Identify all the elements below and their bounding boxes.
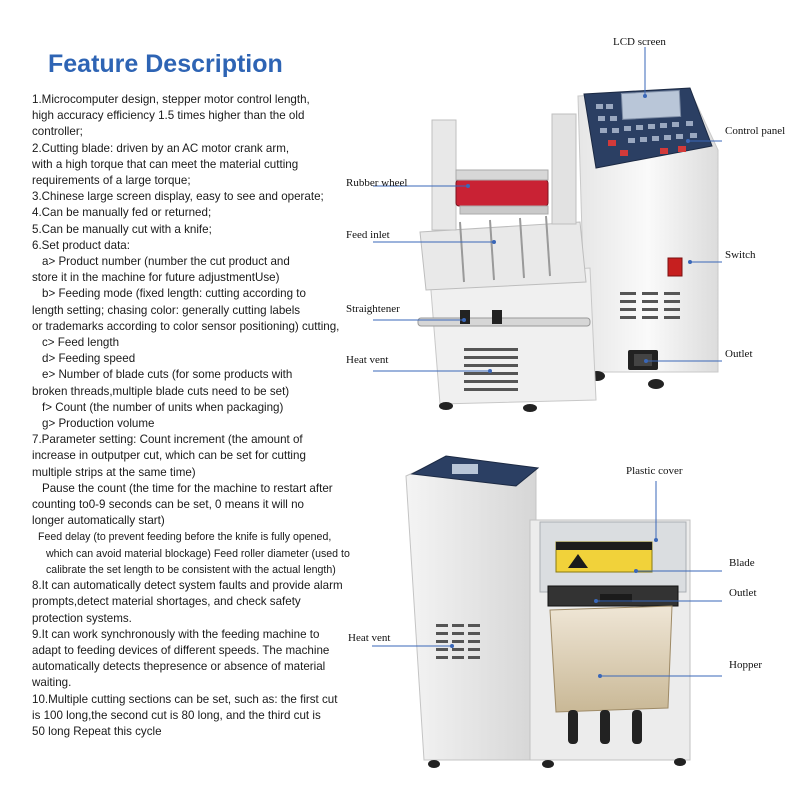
hopper bbox=[549, 605, 673, 713]
description-line: 2.Cutting blade: driven by an AC motor c… bbox=[32, 141, 290, 155]
description-line: requirements of a large torque; bbox=[32, 174, 191, 188]
page-title: Feature Description bbox=[48, 50, 283, 78]
description-line: counting to0-9 seconds can be set, 0 mea… bbox=[32, 498, 304, 512]
description-line: 10.Multiple cutting sections can be set,… bbox=[32, 692, 338, 706]
description-line: d> Feeding speed bbox=[42, 352, 136, 366]
description-line: adapt to feeding devices of different sp… bbox=[32, 643, 330, 657]
label-rubber-wheel: Rubber wheel bbox=[346, 177, 408, 189]
description-line: Pause the count (the time for the machin… bbox=[42, 481, 333, 495]
description-line: which can avoid material blockage) Feed … bbox=[46, 547, 350, 560]
description-line: increase in outputper cut, which can be … bbox=[32, 449, 306, 463]
description-line: longer automatically start) bbox=[32, 514, 165, 528]
description-line: length setting; chasing color: generally… bbox=[32, 303, 301, 317]
description-line: automatically detects thepresence or abs… bbox=[32, 660, 326, 674]
label-lcd-screen: LCD screen bbox=[613, 36, 666, 48]
label-hopper: Hopper bbox=[729, 659, 762, 671]
label-feed-inlet: Feed inlet bbox=[346, 229, 390, 241]
description-line: Feed delay (to prevent feeding before th… bbox=[38, 531, 332, 544]
description-line: 8.It can automatically detect system fau… bbox=[32, 579, 343, 593]
label-straightener: Straightener bbox=[346, 303, 400, 315]
label-outlet-bottom: Outlet bbox=[729, 587, 757, 599]
label-outlet-top: Outlet bbox=[725, 348, 753, 360]
rubber-wheel bbox=[455, 179, 549, 207]
description-line: with a high torque that can meet the mat… bbox=[32, 157, 299, 171]
description-line: broken threads,multiple blade cuts need … bbox=[32, 384, 290, 398]
label-plastic-cover: Plastic cover bbox=[626, 465, 683, 477]
label-control-panel: Control panel bbox=[725, 125, 786, 137]
description-line: calibrate the set length to be consisten… bbox=[46, 563, 336, 576]
description-line: e> Number of blade cuts (for some produc… bbox=[42, 368, 293, 382]
bottom-callout-lines bbox=[372, 481, 722, 677]
top-callout-lines bbox=[373, 47, 722, 372]
feature-description: 1.Microcomputer design, stepper motor co… bbox=[32, 92, 362, 740]
description-line: multiple strips at the same time) bbox=[32, 465, 196, 479]
top-machine bbox=[417, 87, 719, 412]
description-line: 7.Parameter setting: Count increment (th… bbox=[32, 433, 303, 447]
description-line: b> Feeding mode (fixed length: cutting a… bbox=[42, 287, 306, 301]
description-line: protection systems. bbox=[32, 611, 132, 625]
description-line: or trademarks according to color sensor … bbox=[32, 319, 340, 333]
description-line: 5.Can be manually cut with a knife; bbox=[32, 222, 212, 236]
description-line: controller; bbox=[32, 125, 83, 139]
description-line: 3.Chinese large screen display, easy to … bbox=[32, 190, 324, 204]
label-blade: Blade bbox=[729, 557, 755, 569]
label-switch: Switch bbox=[725, 249, 756, 261]
switch bbox=[667, 257, 683, 277]
description-line: 6.Set product data: bbox=[32, 238, 130, 252]
description-line: a> Product number (number the cut produc… bbox=[42, 255, 290, 269]
description-line: f> Count (the number of units when packa… bbox=[42, 400, 284, 414]
description-line: prompts,detect material shortages, and c… bbox=[32, 595, 301, 609]
description-line: 50 long Repeat this cycle bbox=[32, 724, 162, 738]
description-line: 1.Microcomputer design, stepper motor co… bbox=[32, 93, 310, 106]
label-heat-vent-bottom: Heat vent bbox=[348, 632, 391, 644]
description-line: 4.Can be manually fed or returned; bbox=[32, 206, 212, 220]
description-line: high accuracy efficiency 1.5 times highe… bbox=[32, 109, 305, 123]
bottom-machine bbox=[405, 455, 691, 768]
description-line: is 100 long,the second cut is 80 long, a… bbox=[32, 708, 321, 722]
description-line: store it in the machine for future adjus… bbox=[32, 271, 280, 285]
description-line: waiting. bbox=[32, 676, 72, 690]
label-heat-vent-top: Heat vent bbox=[346, 354, 389, 366]
description-line: 9.It can work synchronously with the fee… bbox=[32, 627, 320, 641]
description-line: g> Production volume bbox=[42, 417, 155, 431]
lcd-screen bbox=[620, 89, 682, 120]
description-line: c> Feed length bbox=[42, 336, 120, 350]
